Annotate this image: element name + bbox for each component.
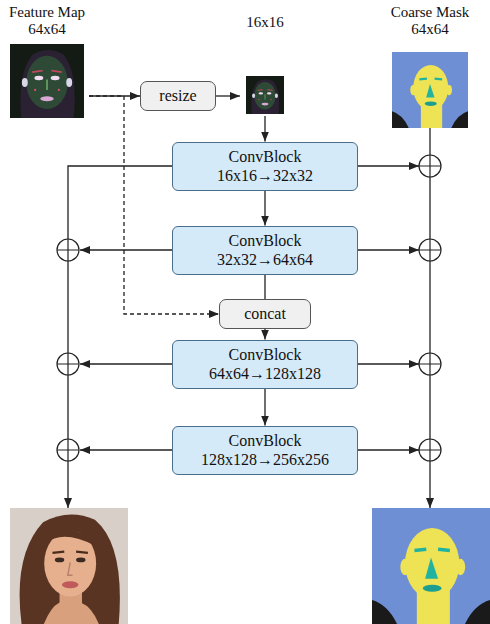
node-label: ConvBlock [229, 231, 302, 250]
conv-block: ConvBlock64x64→128x128 [172, 340, 358, 389]
add-symbol [419, 155, 441, 177]
add-symbol [419, 239, 441, 261]
node-label: Feature Map [9, 4, 85, 21]
add-symbol [57, 439, 79, 461]
coarse-mask-image [392, 52, 468, 128]
feature-map-image [10, 44, 84, 118]
connector-arrow [264, 275, 265, 300]
connector-arrow [89, 96, 219, 314]
node-label: resize [159, 86, 196, 105]
conv-block: ConvBlock128x128→256x256 [172, 426, 358, 475]
image-node: Feature Map64x64 [5, 4, 89, 120]
skip-line [80, 363, 172, 364]
image-node: Coarse Mask64x64 [380, 4, 480, 132]
node-label: 64x64 [411, 21, 449, 38]
operation-box: resize [140, 81, 216, 111]
connector-arrow [264, 389, 265, 426]
add-symbol [57, 239, 79, 261]
connector-arrow [264, 191, 265, 226]
add-symbol [419, 239, 441, 261]
mask-line [358, 363, 419, 364]
add-symbol [419, 353, 441, 375]
node-label: 32x32→64x64 [217, 250, 313, 269]
mask-line [358, 165, 419, 166]
node-label: 64x64→128x128 [209, 364, 321, 383]
resized-feature-map-image [246, 76, 284, 114]
node-label: concat [244, 304, 286, 323]
node-label: ConvBlock [229, 431, 302, 450]
add-symbol [419, 439, 441, 461]
conv-block: ConvBlock32x32→64x64 [172, 226, 358, 275]
connector-arrow [264, 116, 265, 142]
node-label: Coarse Mask [391, 4, 470, 21]
skip-line [68, 166, 172, 508]
node-label: ConvBlock [229, 345, 302, 364]
add-symbol [57, 353, 79, 375]
image-node: 16x16 [240, 14, 290, 116]
node-label: 16x16 [246, 14, 284, 31]
node-label: 64x64 [28, 21, 66, 38]
add-symbol [419, 155, 441, 177]
skip-line [80, 449, 172, 450]
connector-arrow [216, 95, 240, 96]
output-face-image [10, 508, 128, 624]
operation-box: concat [219, 299, 311, 329]
skip-line [80, 249, 172, 250]
node-label: 16x16→32x32 [217, 166, 313, 185]
mask-line [358, 449, 419, 450]
add-symbol [57, 353, 79, 375]
add-symbol [419, 439, 441, 461]
connector-arrow [264, 329, 265, 340]
add-symbol [419, 353, 441, 375]
node-label: 128x128→256x256 [201, 450, 329, 469]
mask-line [358, 249, 419, 250]
node-label: ConvBlock [229, 147, 302, 166]
add-symbol [57, 239, 79, 261]
conv-block: ConvBlock16x16→32x32 [172, 142, 358, 191]
add-symbol [57, 439, 79, 461]
output-mask-image [372, 508, 490, 624]
